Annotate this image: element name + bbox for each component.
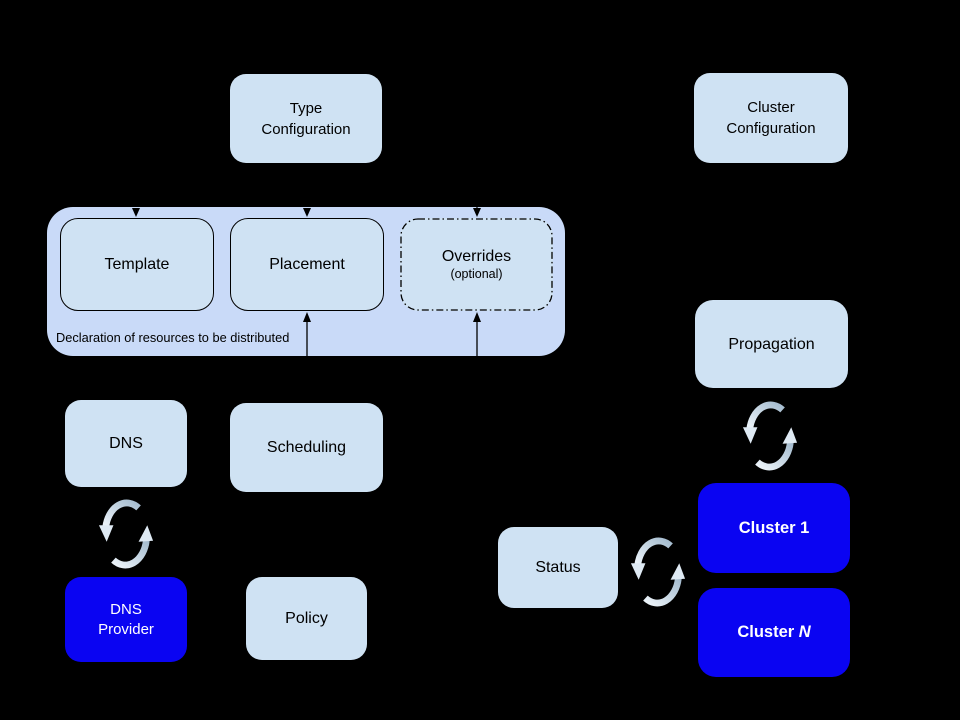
cluster-n-label-prefix: Cluster <box>737 623 799 641</box>
dns-box: DNS <box>65 400 187 487</box>
sync-icon <box>98 499 154 569</box>
placement-label: Placement <box>269 256 345 273</box>
dns-label: DNS <box>109 435 143 452</box>
type-configuration-label-line2: Configuration <box>261 120 351 138</box>
declaration-caption: Declaration of resources to be distribut… <box>56 330 290 345</box>
overrides-sublabel: (optional) <box>450 267 503 281</box>
dns-provider-box: DNS Provider <box>65 577 187 662</box>
cluster-configuration-box: Cluster Configuration <box>694 73 848 163</box>
sync-icon <box>630 537 686 607</box>
status-box: Status <box>498 527 618 608</box>
overrides-dashdot-border <box>400 218 553 311</box>
template-label: Template <box>104 256 170 273</box>
overrides-box: Overrides (optional) <box>400 218 553 311</box>
policy-box: Policy <box>246 577 367 660</box>
scheduling-label: Scheduling <box>266 439 347 456</box>
placement-box: Placement <box>230 218 384 311</box>
scheduling-box: Scheduling <box>230 403 383 492</box>
cluster-1-label: Cluster 1 <box>738 518 810 537</box>
dns-provider-label-line2: Provider <box>98 620 154 638</box>
cluster-n-label-variable: N <box>798 623 811 641</box>
sync-icon <box>742 401 798 471</box>
type-configuration-label-line1: Type <box>289 99 323 117</box>
template-box: Template <box>60 218 214 311</box>
overrides-label: Overrides <box>441 248 512 265</box>
policy-label: Policy <box>285 610 328 627</box>
propagation-box: Propagation <box>695 300 848 388</box>
propagation-label: Propagation <box>728 335 815 353</box>
cluster-n-box: Cluster N <box>698 588 850 677</box>
dns-provider-label-line1: DNS <box>110 600 142 618</box>
status-label: Status <box>535 559 581 576</box>
type-configuration-box: Type Configuration <box>230 74 382 163</box>
cluster-n-label: Cluster N <box>737 622 810 643</box>
cluster-configuration-label-line1: Cluster <box>747 99 795 116</box>
cluster-configuration-label-line2: Configuration <box>726 120 816 137</box>
cluster-1-box: Cluster 1 <box>698 483 850 573</box>
